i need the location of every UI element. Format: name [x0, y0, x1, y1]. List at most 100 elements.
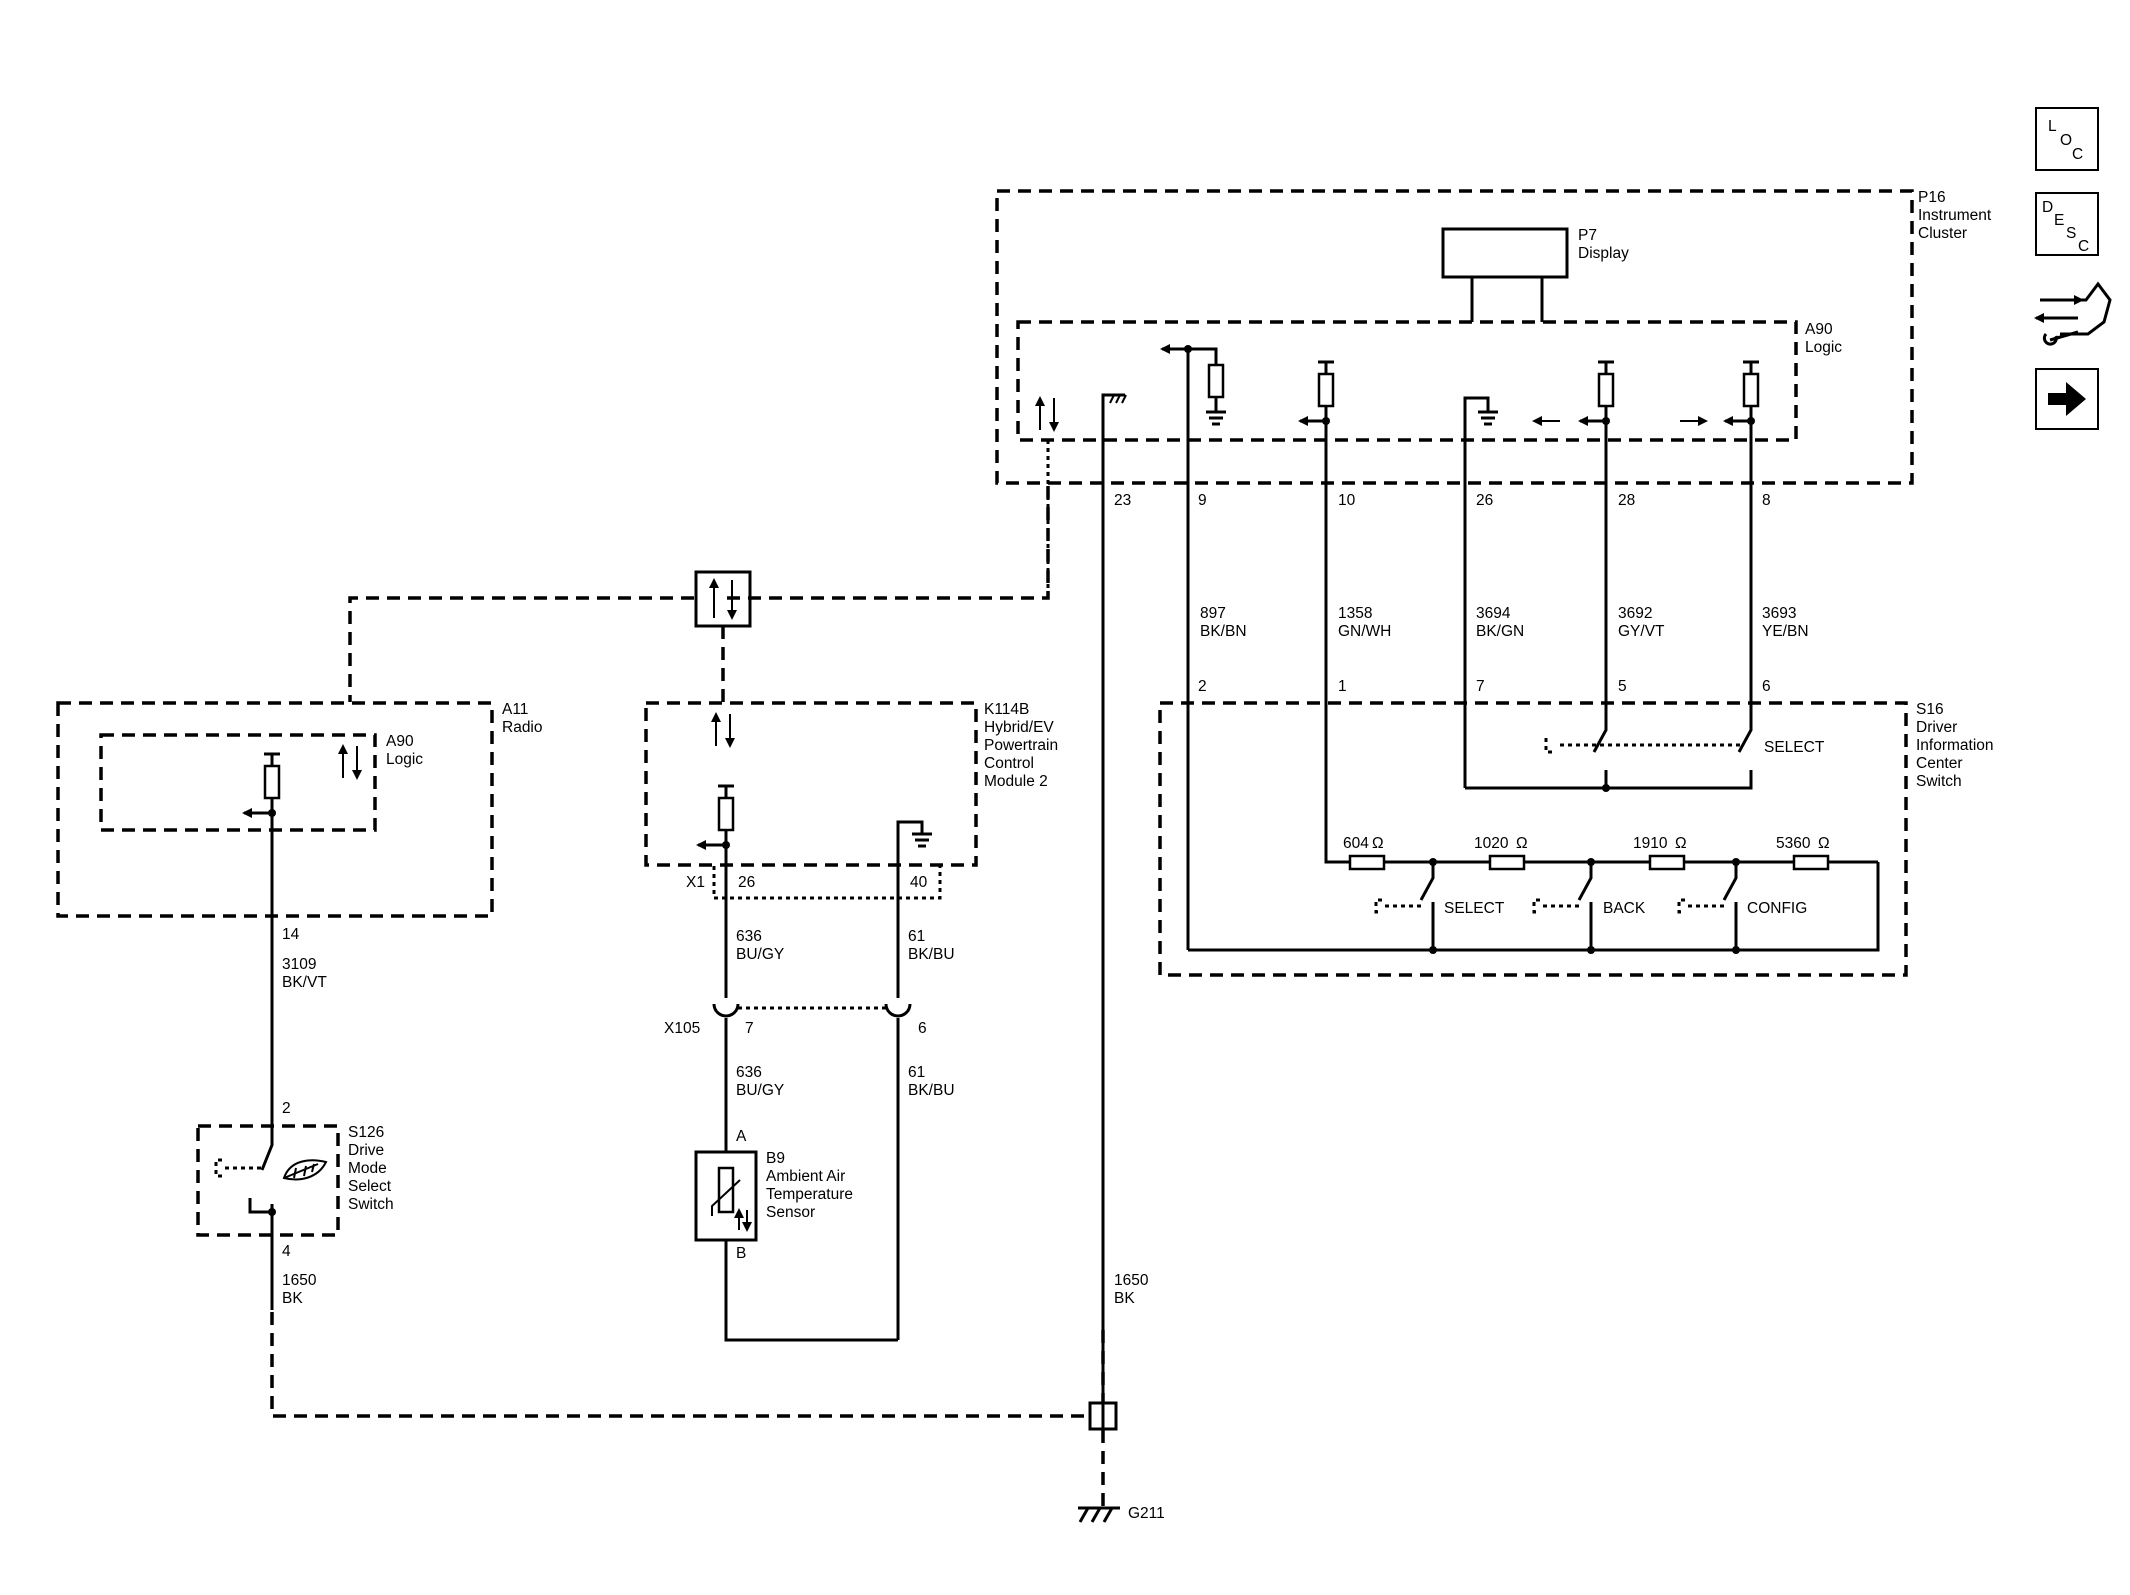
svg-text:1: 1: [1338, 678, 1347, 695]
svg-text:Select: Select: [348, 1178, 392, 1195]
svg-text:X105: X105: [664, 1020, 700, 1037]
svg-text:B9: B9: [766, 1150, 785, 1167]
svg-text:Instrument: Instrument: [1918, 207, 1992, 224]
svg-text:3692: 3692: [1618, 605, 1652, 622]
switch-label-select: SELECT: [1444, 900, 1505, 917]
svg-text:Display: Display: [1578, 245, 1629, 262]
svg-text:Information: Information: [1916, 737, 1994, 754]
description-button[interactable]: D E S C: [2035, 192, 2099, 256]
inline-connector-x105: X105 7 6: [664, 1003, 927, 1037]
s126-pin-2: 2: [282, 1100, 291, 1117]
wire-label-1650-right: 1650 BK: [1114, 1272, 1149, 1307]
serial-data-splice-icon: [694, 570, 752, 628]
svg-text:Center: Center: [1916, 755, 1963, 772]
svg-text:P16: P16: [1918, 189, 1946, 206]
svg-text:BK/BN: BK/BN: [1200, 623, 1247, 640]
svg-text:3694: 3694: [1476, 605, 1511, 622]
svg-text:S16: S16: [1916, 701, 1944, 718]
wire-label-3109: 3109 BK/VT: [282, 956, 327, 991]
a90-logic-cluster: A90 Logic: [1016, 320, 1842, 442]
b9-ambient-air-temperature-sensor: B9 Ambient Air Temperature Sensor: [694, 1150, 853, 1242]
svg-text:3109: 3109: [282, 956, 316, 973]
wire-label-636-lower: 636 BU/GY: [736, 1064, 784, 1099]
wire-label-3692: 3692 GY/VT: [1618, 605, 1665, 640]
svg-text:Drive: Drive: [348, 1142, 384, 1159]
svg-text:1650: 1650: [282, 1272, 317, 1289]
svg-text:BK/BU: BK/BU: [908, 1082, 955, 1099]
svg-text:P7: P7: [1578, 227, 1597, 244]
wire-label-3694: 3694 BK/GN: [1476, 605, 1524, 640]
svg-text:6: 6: [1762, 678, 1771, 695]
svg-text:Temperature: Temperature: [766, 1186, 853, 1203]
svg-text:GN/WH: GN/WH: [1338, 623, 1391, 640]
svg-text:Radio: Radio: [502, 719, 543, 736]
wire-label-636-upper: 636 BU/GY: [736, 928, 784, 963]
p7-display: P7 Display: [1441, 227, 1629, 322]
svg-text:2: 2: [1198, 678, 1207, 695]
k114b-pin-40: 40: [910, 874, 928, 891]
svg-text:Logic: Logic: [386, 751, 423, 768]
ground-icon: [1478, 410, 1498, 426]
k114b-pin-26: 26: [738, 874, 755, 891]
svg-text:61: 61: [908, 928, 925, 945]
svg-text:BK/VT: BK/VT: [282, 974, 327, 991]
svg-text:O: O: [2060, 132, 2072, 149]
b9-pin-a: A: [736, 1128, 747, 1145]
next-page-button[interactable]: [2035, 368, 2099, 430]
svg-text:YE/BN: YE/BN: [1762, 623, 1809, 640]
svg-text:636: 636: [736, 1064, 762, 1081]
svg-text:Powertrain: Powertrain: [984, 737, 1058, 754]
svg-text:5: 5: [1618, 678, 1627, 695]
svg-text:7: 7: [1476, 678, 1485, 695]
chassis-ground-g211-icon: [1078, 1506, 1120, 1523]
svg-text:BU/GY: BU/GY: [736, 1082, 784, 1099]
svg-text:636: 636: [736, 928, 762, 945]
svg-text:K114B: K114B: [984, 701, 1029, 718]
s16-driver-information-center-switch: S16 Driver Information Center Switch: [1158, 701, 1994, 977]
svg-text:897: 897: [1200, 605, 1226, 622]
wire-label-61-upper: 61 BK/BU: [908, 928, 955, 963]
wire-label-897: 897 BK/BN: [1200, 605, 1247, 640]
svg-text:Sensor: Sensor: [766, 1204, 815, 1221]
svg-text:604: 604: [1343, 835, 1369, 852]
svg-text:A90: A90: [386, 733, 414, 750]
svg-text:6: 6: [918, 1020, 927, 1037]
svg-text:BU/GY: BU/GY: [736, 946, 784, 963]
wire-label-1358: 1358 GN/WH: [1338, 605, 1391, 640]
serial-data-arrows-icon: [338, 744, 362, 780]
svg-text:BK: BK: [282, 1290, 303, 1307]
svg-text:Switch: Switch: [1916, 773, 1962, 790]
diagnostic-connector-icon[interactable]: [2034, 281, 2112, 346]
wire-label-61-lower: 61 BK/BU: [908, 1064, 955, 1099]
svg-text:Ω: Ω: [1516, 835, 1528, 852]
chassis-ground-icon: [1109, 394, 1127, 404]
svg-text:26: 26: [1476, 492, 1493, 509]
svg-text:23: 23: [1114, 492, 1131, 509]
svg-text:3693: 3693: [1762, 605, 1796, 622]
b9-pin-b: B: [736, 1245, 746, 1262]
k114b-hybrid-powertrain-control-module: K114B Hybrid/EV Powertrain Control Modul…: [644, 701, 1058, 867]
svg-text:Switch: Switch: [348, 1196, 394, 1213]
svg-text:A90: A90: [1805, 321, 1833, 338]
svg-text:Logic: Logic: [1805, 339, 1842, 356]
arrow-right-icon: [2048, 382, 2086, 416]
switch-label-select-top: SELECT: [1764, 739, 1825, 756]
p16-pin-labels: 23 9 10 26 28 8: [1114, 492, 1771, 509]
svg-text:7: 7: [745, 1020, 754, 1037]
svg-text:28: 28: [1618, 492, 1635, 509]
location-button[interactable]: L O C: [2035, 107, 2099, 171]
s126-drive-mode-select-switch: S126 Drive Mode Select Switch: [196, 1124, 394, 1237]
svg-text:1910: 1910: [1633, 835, 1668, 852]
svg-text:Cluster: Cluster: [1918, 225, 1967, 242]
svg-text:Ω: Ω: [1372, 835, 1384, 852]
eco-leaf-icon: [282, 1159, 328, 1181]
wire-label-1650-left: 1650 BK: [282, 1272, 317, 1307]
svg-text:Mode: Mode: [348, 1160, 387, 1177]
svg-text:1358: 1358: [1338, 605, 1372, 622]
switch-label-back: BACK: [1603, 900, 1646, 917]
svg-text:1650: 1650: [1114, 1272, 1149, 1289]
svg-text:Hybrid/EV: Hybrid/EV: [984, 719, 1054, 736]
svg-text:S126: S126: [348, 1124, 384, 1141]
serial-data-arrows-icon: [1035, 396, 1059, 432]
